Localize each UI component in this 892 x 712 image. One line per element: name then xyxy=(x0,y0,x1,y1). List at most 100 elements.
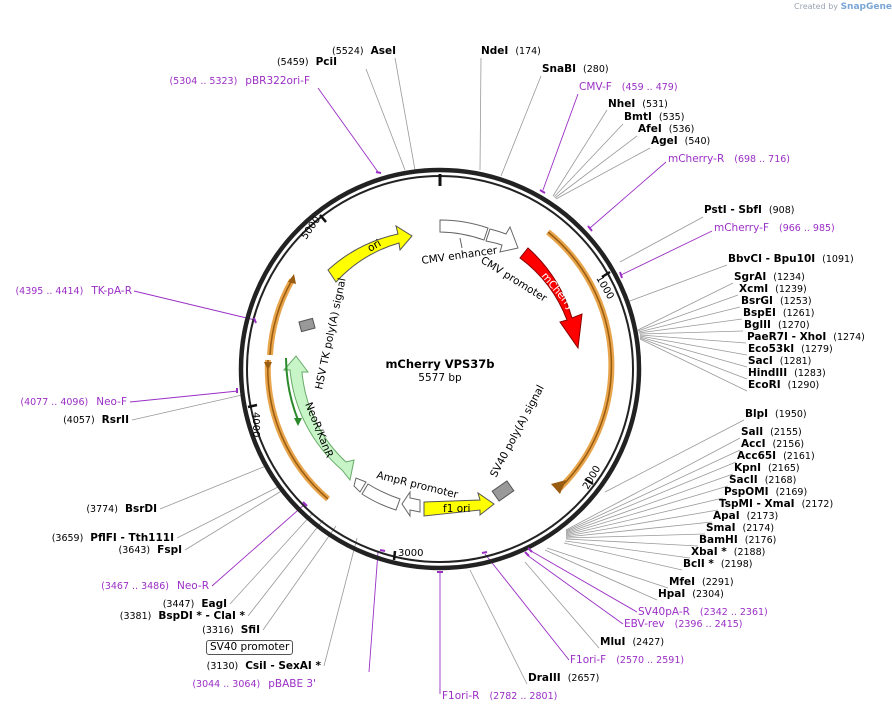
restriction-site[interactable]: (3774)BsrDI xyxy=(86,503,157,515)
site-leader-line xyxy=(565,497,724,536)
restriction-site[interactable]: SacI(1281) xyxy=(748,355,811,367)
site-position: (1274) xyxy=(833,332,865,343)
site-position: (908) xyxy=(769,205,795,216)
restriction-site[interactable]: HindIII(1283) xyxy=(748,367,826,379)
primer[interactable]: (4395 .. 4414)TK-pA-R xyxy=(15,285,132,297)
restriction-site[interactable]: EcoRI (1290) xyxy=(748,379,819,391)
mcherry-feature[interactable] xyxy=(519,247,583,350)
primer[interactable]: F1ori-R(2782 .. 2801) xyxy=(442,690,557,702)
site-name: EcoRI xyxy=(748,379,781,391)
restriction-site[interactable]: PaeR7I - XhoI(1274) xyxy=(747,331,865,343)
site-position: (2427) xyxy=(632,637,664,648)
sv40-polya-feature[interactable] xyxy=(491,480,515,502)
restriction-site[interactable]: KpnI(2165) xyxy=(734,462,800,474)
restriction-site[interactable]: BmtI(535) xyxy=(624,111,684,123)
site-position: (2174) xyxy=(743,523,775,534)
tick-label: 4000 xyxy=(250,412,261,437)
site-position: (174) xyxy=(515,46,541,57)
primer[interactable]: mCherry-F(966 .. 985) xyxy=(714,222,835,234)
site-position: (540) xyxy=(685,136,711,147)
restriction-site[interactable]: BsrGI(1253) xyxy=(741,295,812,307)
ampr-promoter-arrow[interactable] xyxy=(401,490,421,518)
primer[interactable]: (3044 .. 3064)pBABE 3' xyxy=(192,678,316,690)
restriction-site[interactable]: AgeI(540) xyxy=(651,135,710,147)
restriction-site[interactable]: (5459)PciI xyxy=(277,56,337,68)
f1-ori-feature[interactable] xyxy=(423,491,495,517)
site-name: NheI xyxy=(608,98,635,110)
site-name: SacI xyxy=(748,355,773,367)
restriction-site[interactable]: (3316)SfiI xyxy=(202,624,260,636)
neor-kanr-feature[interactable] xyxy=(282,355,355,482)
site-name: RsrII xyxy=(102,414,129,426)
primer-range: (698 .. 716) xyxy=(734,154,790,165)
sv40-cds-arrowhead xyxy=(288,274,296,284)
restriction-site[interactable]: HpaI(2304) xyxy=(658,588,724,600)
restriction-site[interactable]: AccI(2156) xyxy=(741,438,804,450)
restriction-site[interactable]: SnaBI(280) xyxy=(542,63,609,75)
plasmid-length: 5577 bp xyxy=(418,372,462,384)
mcherry-cds-arc xyxy=(546,229,615,491)
restriction-site[interactable]: (3643)FspI xyxy=(119,544,182,556)
ampr-promoter-feature[interactable] xyxy=(361,483,401,511)
sv40-cds-arc-core xyxy=(269,279,293,356)
restriction-site[interactable]: (5524)AseI xyxy=(332,45,396,57)
restriction-site[interactable]: Eco53kI(1279) xyxy=(748,343,833,355)
restriction-site[interactable]: MfeI(2291) xyxy=(669,576,734,588)
site-position: (1239) xyxy=(775,284,807,295)
restriction-site[interactable]: SacII(2168) xyxy=(729,474,796,486)
site-leader-line xyxy=(639,335,748,356)
primer[interactable]: (3467 .. 3486)Neo-R xyxy=(101,580,209,592)
restriction-site[interactable]: BbvCI - Bpu10I(1091) xyxy=(728,253,854,265)
restriction-site[interactable]: (3381)BspDI * - ClaI * xyxy=(120,610,246,622)
restriction-site[interactable]: BglII(1270) xyxy=(744,319,810,331)
cmv-enhancer-feature[interactable] xyxy=(439,219,489,241)
restriction-site[interactable]: PspOMI(2169) xyxy=(724,486,807,498)
site-leader-line xyxy=(638,318,743,334)
restriction-site[interactable]: NheI(531) xyxy=(608,98,668,110)
site-leader-line xyxy=(639,336,748,368)
restriction-site[interactable]: MluI(2427) xyxy=(600,636,664,648)
site-leader-line xyxy=(639,330,744,335)
restriction-site[interactable]: AfeI(536) xyxy=(638,123,694,135)
restriction-site[interactable]: SalI(2155) xyxy=(741,426,802,438)
snapgene-credit: Created by SnapGene xyxy=(794,2,892,12)
restriction-site[interactable]: ApaI(2173) xyxy=(713,510,778,522)
plasmid-name: mCherry VPS37b xyxy=(385,357,494,371)
site-position: (2291) xyxy=(702,577,734,588)
restriction-site[interactable]: Acc65I(2161) xyxy=(737,450,815,462)
restriction-site[interactable]: BclI *(2198) xyxy=(683,558,752,570)
site-position: (1290) xyxy=(788,380,820,391)
primer[interactable]: (4077 .. 4096)Neo-F xyxy=(20,396,127,408)
primer[interactable]: SV40pA-R(2342 .. 2361) xyxy=(638,606,768,618)
primer[interactable]: (5304 .. 5323)pBR322ori-F xyxy=(169,75,310,87)
restriction-site[interactable]: TspMI - XmaI(2172) xyxy=(719,498,833,510)
restriction-site[interactable]: BspEI(1261) xyxy=(743,307,814,319)
restriction-site[interactable]: SmaI(2174) xyxy=(706,522,774,534)
site-name: SnaBI xyxy=(542,63,576,75)
restriction-site[interactable]: BamHI(2176) xyxy=(699,534,776,546)
restriction-site[interactable]: DraIII(2657) xyxy=(528,672,599,684)
restriction-site[interactable]: NdeI(174) xyxy=(481,45,541,57)
restriction-site[interactable]: XbaI *(2188) xyxy=(691,546,765,558)
ori-feature[interactable] xyxy=(327,224,413,283)
primer[interactable]: EBV-rev(2396 .. 2415) xyxy=(624,618,743,630)
restriction-site[interactable]: (3130)CsiI - SexAI * xyxy=(207,660,322,672)
primer[interactable]: CMV-F(459 .. 479) xyxy=(579,81,678,93)
primer-range: (966 .. 985) xyxy=(779,223,835,234)
primer[interactable]: mCherry-R(698 .. 716) xyxy=(668,153,790,165)
restriction-site[interactable]: XcmI(1239) xyxy=(739,283,807,295)
restriction-site[interactable]: PstI - SbfI(908) xyxy=(704,204,794,216)
primer-range: (2396 .. 2415) xyxy=(675,619,743,630)
primer-range: (3044 .. 3064) xyxy=(192,679,260,690)
snapgene-logo: SnapGene xyxy=(840,2,892,12)
site-leader-line xyxy=(323,537,358,667)
restriction-site[interactable]: (3659)PflFI - Tth111I xyxy=(52,532,174,544)
primer[interactable]: F1ori-F(2570 .. 2591) xyxy=(570,654,684,666)
hsv-tk-polya-feature[interactable] xyxy=(298,317,316,333)
restriction-site[interactable]: (3447)EagI xyxy=(163,598,227,610)
cmv-promoter-feature[interactable] xyxy=(485,225,519,253)
restriction-site[interactable]: SgrAI(1234) xyxy=(734,271,805,283)
restriction-site[interactable]: BlpI(1950) xyxy=(745,408,807,420)
site-leader-line xyxy=(563,542,683,571)
restriction-site[interactable]: (4057)RsrII xyxy=(63,414,129,426)
